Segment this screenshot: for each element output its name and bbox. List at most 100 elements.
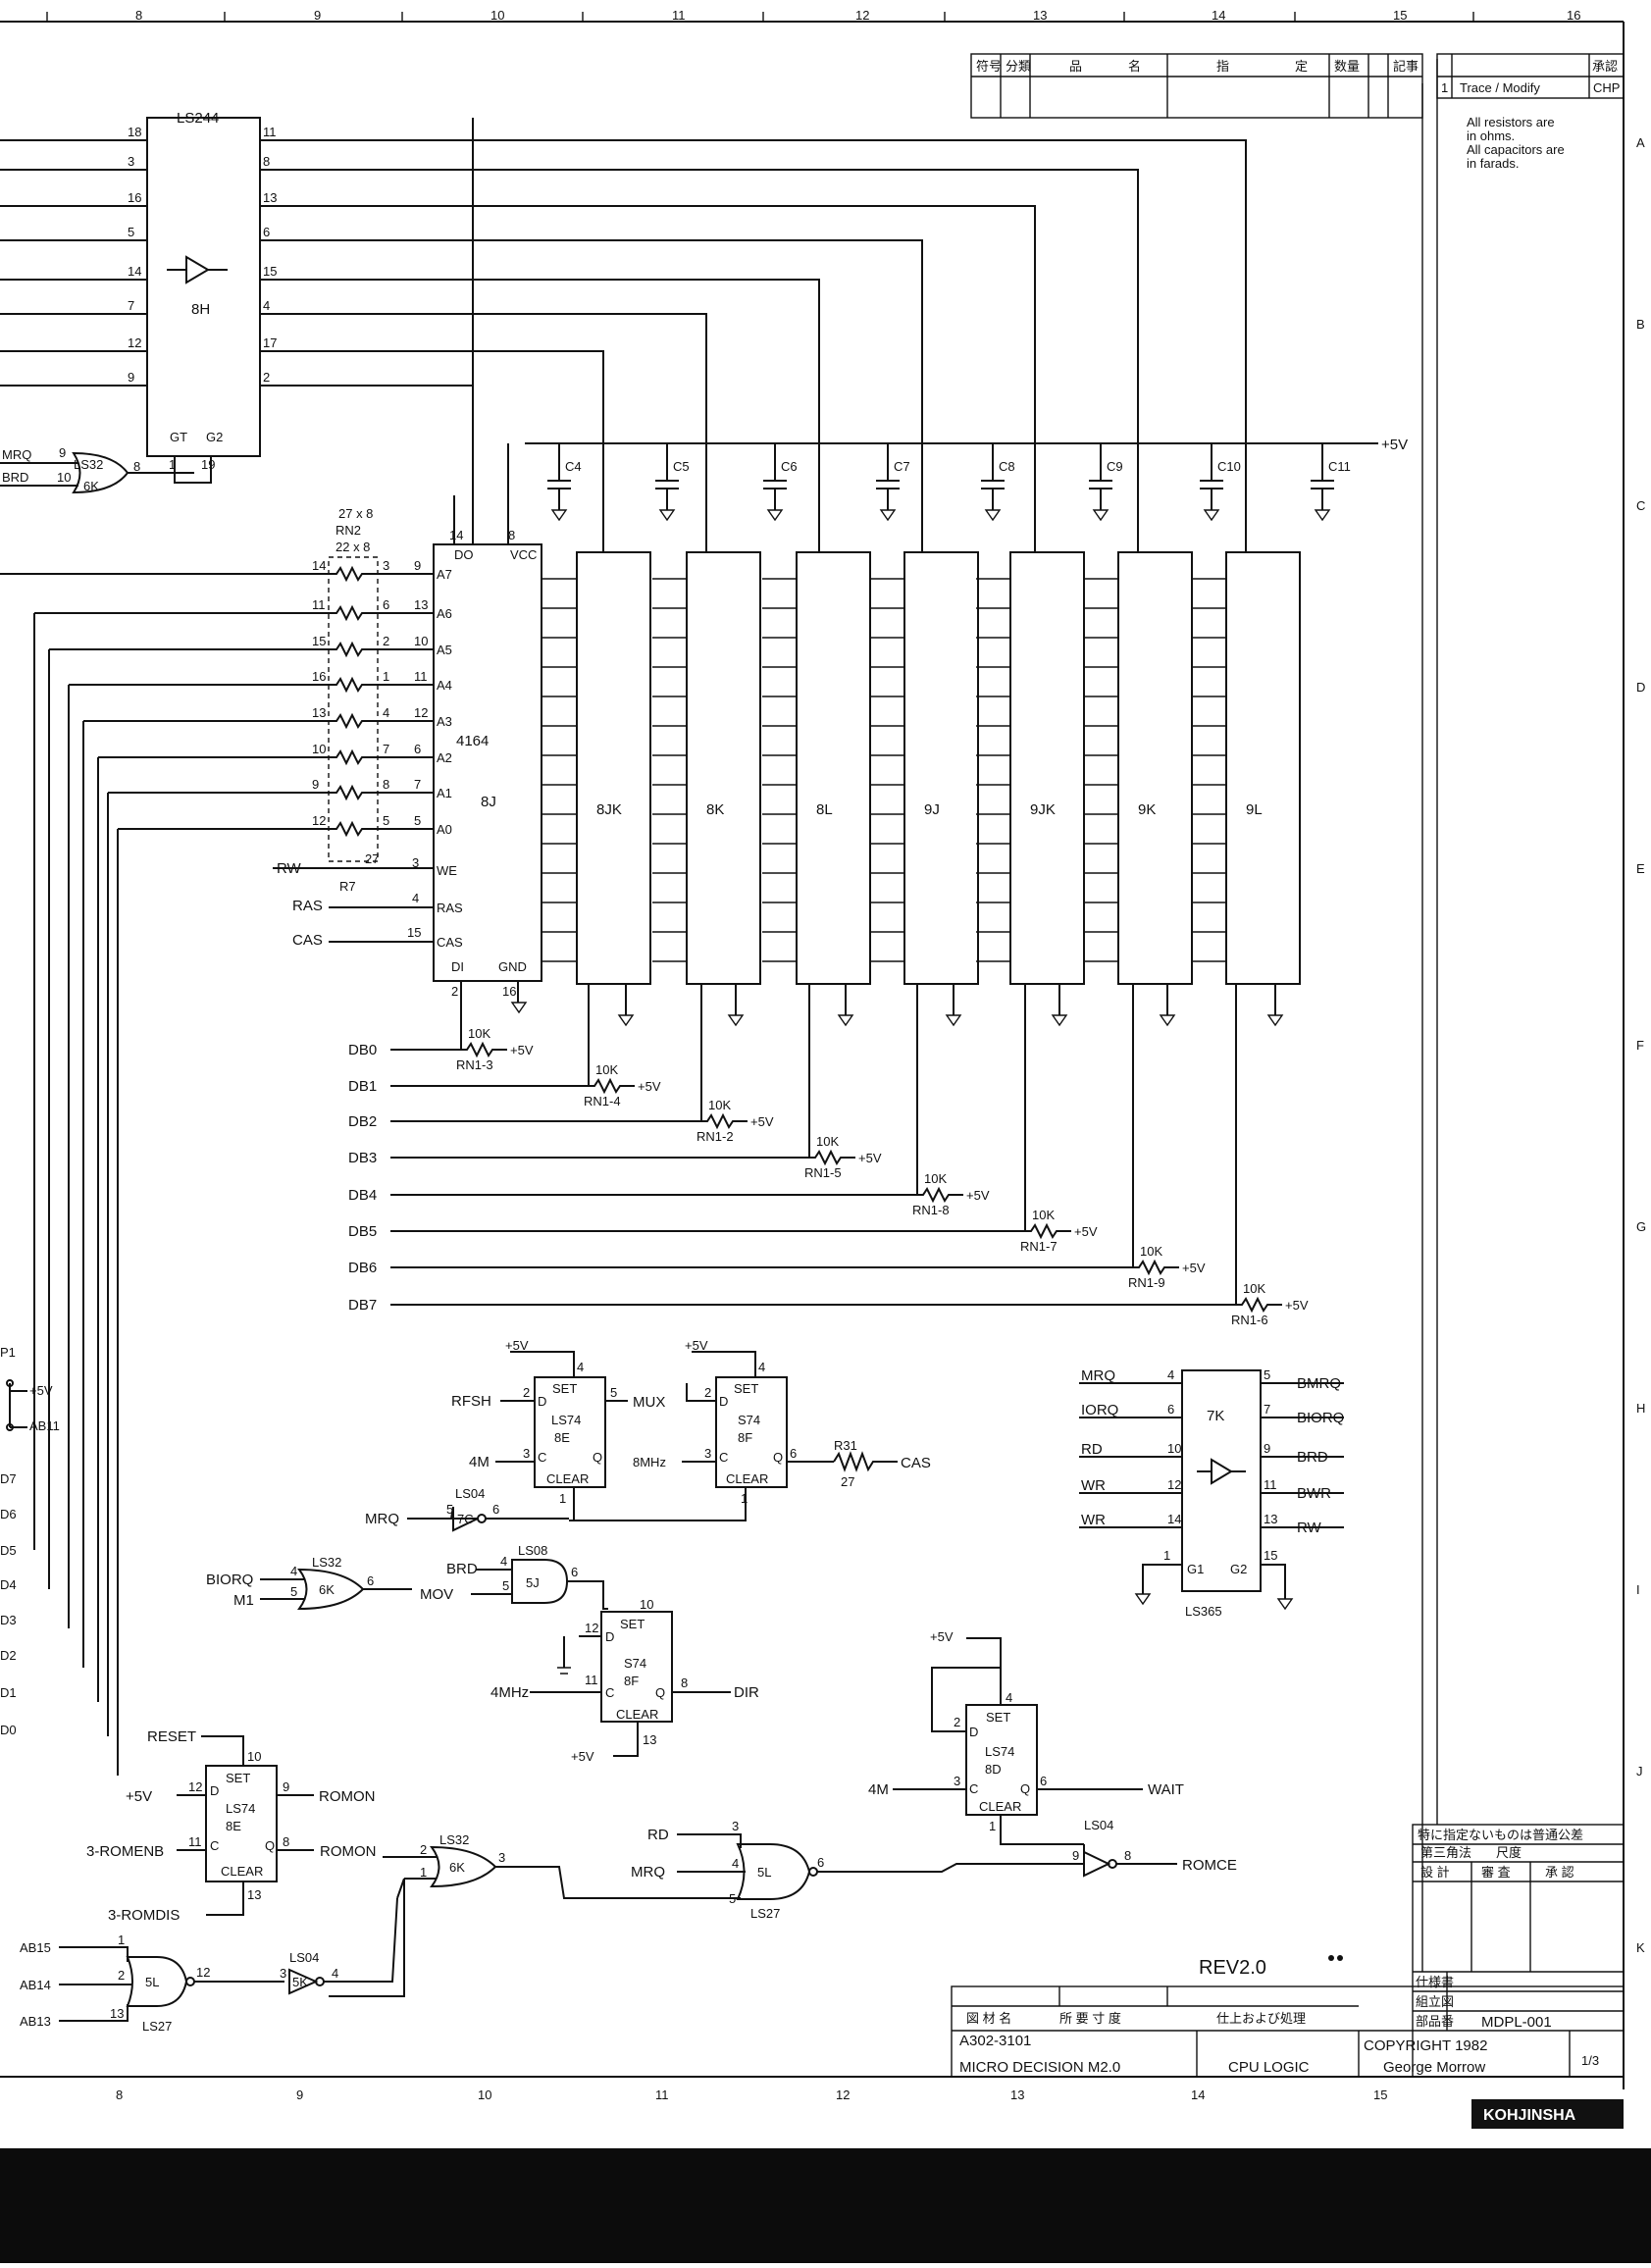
ls32c-pin-b: 1 bbox=[420, 1865, 427, 1880]
grid-right-B: B bbox=[1636, 317, 1645, 332]
rn2-line2: RN2 bbox=[335, 523, 361, 538]
cap-symbol bbox=[876, 443, 900, 510]
ram-chip-label: 9JK bbox=[1030, 801, 1056, 818]
ff8eb-pin-qn: 8 bbox=[283, 1834, 289, 1849]
ls32-6k-bottom: LS32 6K 2 1 3 bbox=[329, 1832, 726, 1997]
ff8e-name: LS74 bbox=[551, 1413, 581, 1427]
dram-addr-label: A7 bbox=[437, 567, 452, 582]
pullup-ref: RN1-9 bbox=[1128, 1275, 1165, 1290]
ab15-label: AB15 bbox=[20, 1940, 51, 1955]
hdr-col-3: 名 bbox=[1128, 59, 1141, 74]
ff8fm-name: S74 bbox=[624, 1656, 646, 1671]
ls32b-pin-a: 4 bbox=[290, 1564, 297, 1578]
ls32b-in1: BIORQ bbox=[206, 1572, 253, 1588]
ls32-6k-top: LS32 6K MRQ BRD 9 10 8 bbox=[0, 445, 194, 494]
ground-symbol bbox=[1051, 1014, 1068, 1027]
cap-label: C6 bbox=[781, 459, 798, 474]
ff8fm-c-in: 4MHz bbox=[490, 1684, 529, 1701]
ff8e-pin-q: 5 bbox=[610, 1385, 617, 1400]
dram-gnd: GND bbox=[498, 959, 527, 974]
pullup-value: 10K bbox=[816, 1134, 839, 1149]
left-ab11: AB11 bbox=[29, 1418, 60, 1433]
ff8d-out: WAIT bbox=[1148, 1781, 1184, 1798]
cap-symbol bbox=[1311, 443, 1334, 510]
ff8eb-set: SET bbox=[226, 1771, 250, 1785]
ff8fm-pin-set: 10 bbox=[640, 1597, 653, 1612]
ff8f-q: Q bbox=[773, 1450, 783, 1465]
ls244-out-wire bbox=[260, 239, 923, 559]
ground-symbol bbox=[1314, 509, 1331, 522]
grid-right-E: E bbox=[1636, 861, 1645, 876]
ff8d-c: C bbox=[969, 1781, 978, 1796]
ls04c-out: ROMCE bbox=[1182, 1857, 1237, 1874]
ls365-g1: G1 bbox=[1187, 1562, 1204, 1576]
grid-bottom-10: 10 bbox=[478, 2088, 491, 2102]
ff8f-pin-q: 6 bbox=[790, 1446, 797, 1461]
ls27b-name: LS27 bbox=[750, 1906, 780, 1921]
dram-cas-pin: 15 bbox=[407, 925, 421, 940]
data-bus-label: DB0 bbox=[348, 1042, 377, 1058]
ff8e-q-out: MUX bbox=[633, 1394, 665, 1411]
ls04c-name: LS04 bbox=[1084, 1818, 1113, 1832]
tb-check: 審 査 bbox=[1481, 1865, 1511, 1880]
ff8fm-pin-clr: 13 bbox=[643, 1732, 656, 1747]
dram-cas: CAS bbox=[437, 935, 463, 950]
ff8eb-pin-q: 9 bbox=[283, 1779, 289, 1794]
dram-vcc: VCC bbox=[510, 547, 537, 562]
ab13-label: AB13 bbox=[20, 2014, 51, 2029]
ram-chip-label: 9J bbox=[924, 801, 940, 818]
ff8eb-q: Q bbox=[265, 1838, 275, 1853]
dram-ras-signal: RAS bbox=[292, 898, 323, 914]
pullup-vcc: +5V bbox=[1182, 1261, 1206, 1275]
tb-finish: 仕上および処理 bbox=[1216, 2011, 1306, 2026]
ls04-5k: LS04 5K 3 4 bbox=[280, 1878, 405, 1995]
ls365-pin-g2: 15 bbox=[1264, 1548, 1277, 1563]
ls244-out-pin: 8 bbox=[263, 154, 270, 169]
grid-bottom-11: 11 bbox=[655, 2088, 669, 2102]
data-bus-label: DB3 bbox=[348, 1150, 377, 1166]
dram-pin-do: 14 bbox=[449, 528, 463, 542]
pullup-resistor bbox=[701, 1112, 748, 1130]
rn2-right-pin: 5 bbox=[383, 813, 389, 828]
dram-ref: 8J bbox=[481, 794, 496, 810]
ls365-ref: 7K bbox=[1207, 1408, 1224, 1424]
rev-dot-1 bbox=[1328, 1955, 1334, 1961]
rn2-left-pin: 10 bbox=[312, 742, 326, 756]
ls27b-pin-5: 5 bbox=[729, 1891, 736, 1906]
ls27b-pin-4: 4 bbox=[732, 1856, 739, 1871]
hdr-col-8: 承認 bbox=[1592, 59, 1618, 74]
ram-chip-label: 9L bbox=[1246, 801, 1263, 818]
ls365-output: BRD bbox=[1297, 1449, 1328, 1466]
rn2-right-pin: 6 bbox=[383, 597, 389, 612]
ls32b-pin-b: 5 bbox=[290, 1584, 297, 1599]
dram-addr-pin: 6 bbox=[414, 742, 421, 756]
ls365-output: BMRQ bbox=[1297, 1375, 1341, 1392]
cap-label: C10 bbox=[1217, 459, 1241, 474]
ls244-out-wire bbox=[260, 279, 820, 559]
ls244-out-pin: 15 bbox=[263, 264, 277, 279]
ff8e-pin-c: 3 bbox=[523, 1446, 530, 1461]
data-bus-label: DB2 bbox=[348, 1113, 377, 1130]
ff8eb-ref: 8E bbox=[226, 1819, 241, 1833]
ground-symbol bbox=[1092, 509, 1109, 522]
ls244-in-pin: 16 bbox=[128, 190, 141, 205]
ram-chip-body bbox=[1117, 551, 1193, 985]
tb-dimension: 所 要 寸 度 bbox=[1059, 2011, 1121, 2026]
ls08-in1: BRD bbox=[446, 1561, 478, 1577]
ram-chip-body bbox=[1225, 551, 1301, 985]
rev-dot-2 bbox=[1337, 1955, 1343, 1961]
tb-method: 第三角法 bbox=[1420, 1845, 1471, 1860]
left-p1: P1 bbox=[0, 1345, 16, 1360]
grid-right-A: A bbox=[1636, 135, 1645, 150]
ls244-out-wire bbox=[260, 169, 1139, 559]
ls244-out-wire bbox=[260, 350, 604, 559]
data-bus-label: DB7 bbox=[348, 1297, 377, 1314]
ls32c-ref: 6K bbox=[449, 1860, 465, 1875]
ff8fm-pin-c: 11 bbox=[585, 1673, 598, 1687]
ls244-in-pin: 9 bbox=[128, 370, 134, 385]
grid-top-8: 8 bbox=[135, 8, 142, 23]
rn2-left-pin: 16 bbox=[312, 669, 326, 684]
ls244-in-pin: 7 bbox=[128, 298, 134, 313]
